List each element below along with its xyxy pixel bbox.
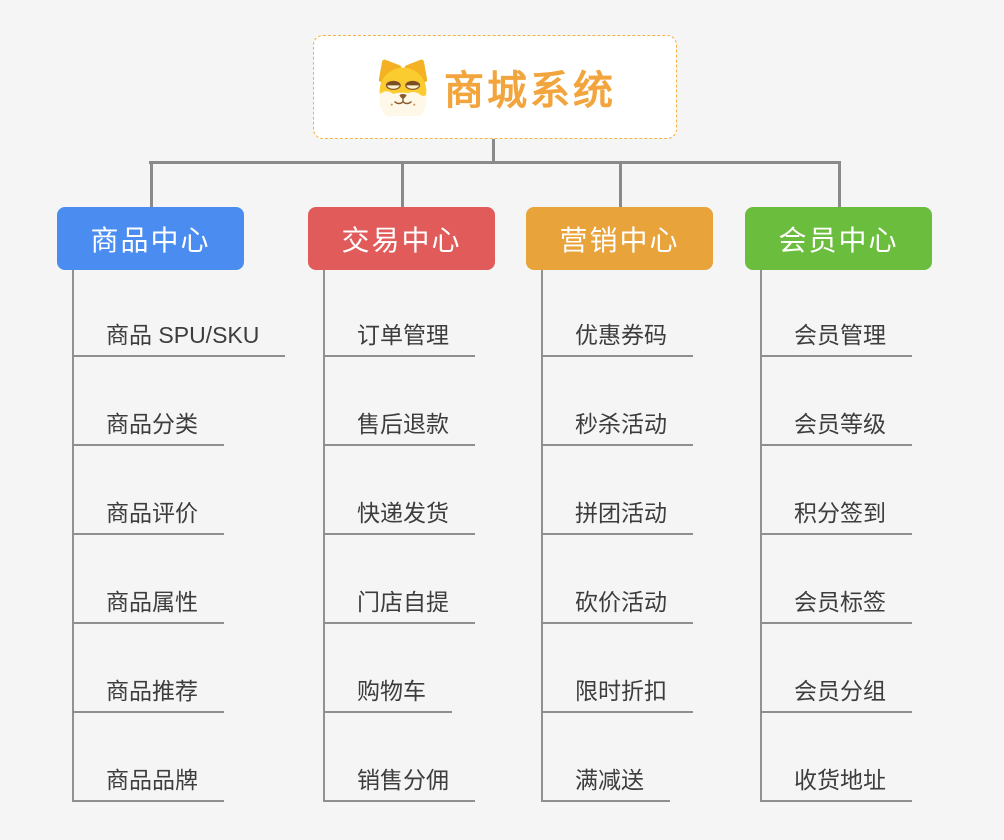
branch-drop-connector: [837, 161, 841, 207]
branch-label: 商品中心: [90, 224, 211, 256]
child-topic[interactable]: 优惠券码: [541, 320, 693, 357]
branch-node[interactable]: 交易中心: [308, 207, 495, 270]
child-spine: [72, 270, 74, 801]
child-topic[interactable]: 销售分佣: [323, 765, 475, 802]
child-spine: [760, 270, 762, 801]
child-topic[interactable]: 会员等级: [760, 409, 912, 446]
branch-drop-connector: [400, 161, 404, 207]
branch-drop-connector: [618, 161, 622, 207]
child-topic[interactable]: 门店自提: [323, 587, 475, 624]
child-topic[interactable]: 售后退款: [323, 409, 475, 446]
child-topic[interactable]: 商品品牌: [72, 765, 224, 802]
branch-rail: [149, 161, 840, 164]
branch-label: 会员中心: [778, 224, 899, 256]
child-topic[interactable]: 商品 SPU/SKU: [72, 320, 286, 357]
child-spine: [323, 270, 325, 801]
child-topic[interactable]: 会员标签: [760, 587, 912, 624]
child-topic[interactable]: 秒杀活动: [541, 409, 693, 446]
dog-face-icon: [378, 59, 428, 116]
child-topic[interactable]: 积分签到: [760, 498, 912, 535]
child-topic[interactable]: 收货地址: [760, 765, 912, 802]
child-topic[interactable]: 快递发货: [323, 498, 475, 535]
child-topic[interactable]: 购物车: [323, 676, 452, 713]
branch-label: 交易中心: [341, 224, 462, 256]
child-topic[interactable]: 商品推荐: [72, 676, 224, 713]
child-topic[interactable]: 订单管理: [323, 320, 475, 357]
branch-node[interactable]: 商品中心: [57, 207, 244, 270]
root-connector-stub: [492, 139, 495, 164]
root-label: 商城系统: [444, 69, 616, 113]
branch-node[interactable]: 会员中心: [745, 207, 932, 270]
child-topic[interactable]: 限时折扣: [541, 676, 693, 713]
branch-label: 营销中心: [559, 224, 680, 256]
branch-drop-connector: [149, 161, 153, 207]
child-topic[interactable]: 商品分类: [72, 409, 224, 446]
child-spine: [541, 270, 543, 801]
root-node[interactable]: 商城系统: [313, 35, 677, 139]
child-topic[interactable]: 满减送: [541, 765, 670, 802]
branch-node[interactable]: 营销中心: [526, 207, 713, 270]
child-topic[interactable]: 砍价活动: [541, 587, 693, 624]
child-topic[interactable]: 拼团活动: [541, 498, 693, 535]
child-topic[interactable]: 商品评价: [72, 498, 224, 535]
child-topic[interactable]: 商品属性: [72, 587, 224, 624]
child-topic[interactable]: 会员分组: [760, 676, 912, 713]
child-topic[interactable]: 会员管理: [760, 320, 912, 357]
